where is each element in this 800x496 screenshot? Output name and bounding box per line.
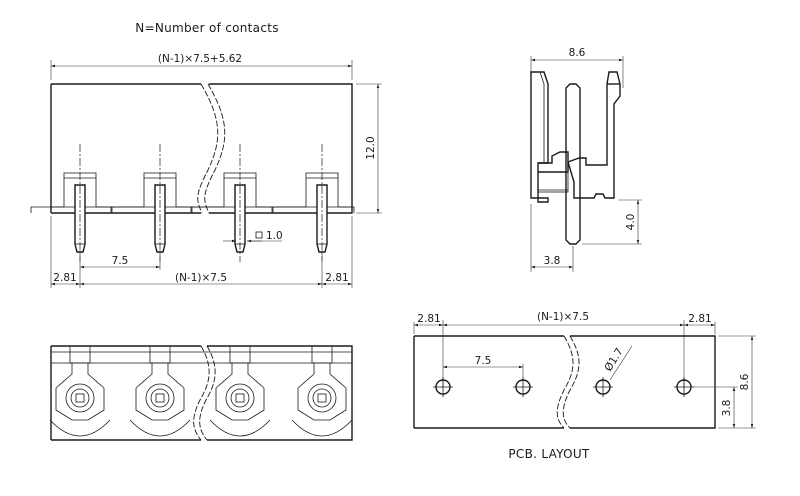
square-pin bbox=[75, 393, 85, 403]
pcb-layout-label: PCB. LAYOUT bbox=[508, 447, 590, 461]
bottom-pin bbox=[209, 345, 271, 437]
square-pin bbox=[235, 393, 245, 403]
pin-collar bbox=[215, 363, 265, 421]
pin-length-dimension: 4.0 bbox=[625, 214, 637, 231]
pcb-hole bbox=[593, 377, 613, 397]
pin-size-dimension: 1.0 bbox=[266, 230, 283, 242]
pin-collar bbox=[297, 363, 347, 421]
bottom-pin bbox=[49, 345, 111, 437]
front-pin bbox=[30, 144, 113, 262]
overall-width-dimension: (N-1)×7.5+5.62 bbox=[158, 53, 242, 65]
pin-pitch-dimension: 7.5 bbox=[112, 255, 129, 267]
pcb-hole-offset-dimension: 3.8 bbox=[721, 400, 733, 417]
pcb-hole bbox=[433, 377, 453, 397]
right-edge-dimension: 2.81 bbox=[325, 272, 348, 284]
side-width-dimension: 8.6 bbox=[569, 47, 586, 59]
drawing-title: N=Number of contacts bbox=[135, 21, 279, 35]
square-pin bbox=[317, 393, 327, 403]
pin-collar bbox=[135, 363, 185, 421]
bottom-pin bbox=[291, 345, 353, 437]
pcb-right-edge-dimension: 2.81 bbox=[688, 313, 711, 325]
left-edge-dimension: 2.81 bbox=[53, 272, 76, 284]
hole-diameter-dimension: Ø1.7 bbox=[602, 346, 625, 374]
bottom-pin bbox=[129, 345, 191, 437]
pin-collar bbox=[55, 363, 105, 421]
front-pin bbox=[272, 144, 355, 262]
bottom-view bbox=[49, 345, 353, 441]
pcb-pitch-dimension: 7.5 bbox=[475, 355, 492, 367]
pin-offset-dimension: 3.8 bbox=[544, 255, 561, 267]
pcb-left-edge-dimension: 2.81 bbox=[417, 313, 440, 325]
front-pin bbox=[110, 144, 193, 262]
pcb-hole bbox=[513, 377, 533, 397]
pcb-height-dimension: 8.6 bbox=[739, 373, 751, 390]
square-pin bbox=[155, 393, 165, 403]
front-view: (N-1)×7.5+5.62 12.0 7.5 2.81 (N-1)×7.5 2… bbox=[30, 53, 382, 288]
span-dimension: (N-1)×7.5 bbox=[175, 272, 227, 284]
pcb-span-dimension: (N-1)×7.5 bbox=[537, 311, 589, 323]
side-view: 8.6 4.0 3.8 bbox=[530, 47, 642, 272]
height-dimension: 12.0 bbox=[365, 136, 377, 159]
front-pin bbox=[190, 144, 273, 262]
pcb-layout: 2.81 (N-1)×7.5 2.81 7.5 Ø1.7 8.6 3.8 PCB… bbox=[413, 311, 756, 461]
